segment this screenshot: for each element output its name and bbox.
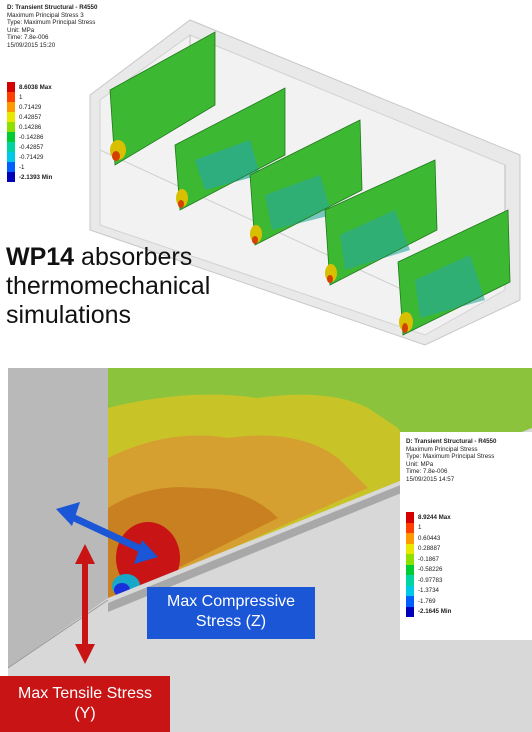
legend-swatch [7, 142, 15, 152]
bottom-header-line: 15/09/2015 14:57 [406, 475, 455, 483]
legend-swatch [7, 122, 15, 132]
top-header-line: Unit: MPa [7, 26, 35, 34]
bottom-stress-legend: 8.9244 Max 1 0.60443 0.28887 -0.1867 -0.58226… [406, 512, 486, 622]
tensile-arrow [75, 544, 95, 664]
caption-line3: simulations [6, 301, 132, 329]
legend-label: -1 [19, 163, 25, 171]
legend-entry: 0.28887 [406, 543, 441, 554]
legend-label: 0.71429 [19, 103, 42, 111]
legend-label: 8.6038 Max [19, 83, 52, 91]
legend-entry: 0.42857 [7, 112, 41, 122]
legend-swatch [7, 152, 15, 162]
absorber-plate-3 [249, 119, 363, 246]
legend-swatch [406, 543, 414, 554]
top-header-line: Maximum Principal Stress 3 [7, 11, 84, 19]
legend-label: 0.42857 [19, 113, 42, 121]
caption: WP14 absorbers thermomechanical simulati… [6, 243, 210, 330]
legend-swatch [406, 585, 414, 596]
legend-entry: -2.1393 Min [7, 172, 52, 182]
legend-entry: -1.769 [406, 596, 436, 607]
legend-label: 0.14286 [19, 123, 42, 131]
caption-bold: WP14 [6, 243, 75, 271]
bottom-header-line: D: Transient Structural - R4550 [406, 438, 497, 445]
legend-entry: 0.71429 [7, 102, 41, 112]
legend-swatch [406, 564, 414, 575]
legend-swatch [7, 162, 15, 172]
legend-label: 0.60443 [418, 534, 441, 542]
legend-entry: 8.6038 Max [7, 82, 52, 92]
legend-entry: -0.42857 [7, 142, 43, 152]
legend-entry: 1 [7, 92, 22, 102]
legend-entry: -0.58226 [406, 564, 443, 575]
legend-swatch [7, 112, 15, 122]
top-header-line: 15/09/2015 15:20 [7, 41, 56, 49]
legend-label: 1 [19, 93, 23, 101]
top-result-header: D: Transient Structural - R4550 Maximum … [7, 4, 97, 50]
legend-entry: -0.14286 [7, 132, 43, 142]
compressive-label-line2: Stress (Z) [195, 613, 267, 630]
legend-label: -0.58226 [418, 566, 443, 574]
legend-label: -2.1645 Min [418, 608, 452, 616]
legend-label: -0.42857 [19, 143, 44, 151]
legend-label: -1.3734 [418, 587, 439, 595]
top-header-line: Type: Maximum Principal Stress [7, 19, 96, 27]
compressive-stress-label: Max Compressive Stress (Z) [147, 587, 315, 639]
caption-line1: absorbers [74, 243, 193, 271]
bottom-result-box: D: Transient Structural - R4550 Maximum … [400, 432, 532, 640]
legend-entry: -1.3734 [406, 585, 439, 596]
legend-label: -1.769 [418, 597, 436, 605]
top-stress-legend: 8.6038 Max 1 0.71429 0.42857 0.14286 -0.14286… [7, 82, 77, 182]
legend-entry: 8.9244 Max [406, 512, 451, 523]
bottom-header-line: Type: Maximum Principal Stress [406, 453, 495, 461]
top-header-line: Time: 7.8e-006 [7, 34, 49, 42]
legend-label: -0.97783 [418, 576, 443, 584]
legend-swatch [406, 554, 414, 565]
compressive-label-line1: Max Compressive [166, 593, 296, 610]
legend-label: 1 [418, 524, 422, 532]
legend-swatch [406, 512, 414, 523]
tensile-label-line1: Max Tensile Stress [18, 685, 152, 702]
tensile-stress-label: Max Tensile Stress (Y) [0, 676, 170, 732]
legend-entry: 0.14286 [7, 122, 41, 132]
legend-swatch [7, 132, 15, 142]
legend-entry: -0.1867 [406, 554, 439, 565]
legend-entry: -0.97783 [406, 575, 442, 586]
top-model-view [89, 19, 521, 346]
legend-label: -2.1393 Min [19, 173, 53, 181]
legend-label: -0.14286 [19, 133, 44, 141]
legend-label: -0.71429 [19, 153, 44, 161]
legend-entry: -2.1645 Min [406, 606, 452, 617]
legend-label: 8.9244 Max [418, 513, 451, 521]
absorber-plate-1 [109, 31, 216, 166]
legend-swatch [7, 92, 15, 102]
tensile-label-line2: (Y) [74, 705, 96, 722]
legend-label: -0.1867 [418, 555, 439, 563]
legend-entry: 1 [406, 522, 422, 533]
legend-swatch [406, 575, 414, 586]
compressive-arrow [56, 502, 158, 564]
legend-entry: -1 [7, 162, 25, 172]
bottom-header-line: Time: 7.8e-006 [406, 468, 448, 476]
absorber-plate-5 [397, 209, 511, 336]
legend-swatch [7, 102, 15, 112]
bottom-header-line: Unit: MPa [406, 460, 434, 468]
bottom-result-header: D: Transient Structural - R4550 Maximum … [406, 438, 496, 484]
top-header-line: D: Transient Structural - R4550 [7, 4, 98, 11]
legend-entry: 0.60443 [406, 533, 440, 544]
legend-label: 0.28887 [418, 545, 441, 553]
legend-swatch [406, 596, 414, 607]
legend-swatch [7, 82, 15, 92]
absorber-plate-4 [324, 159, 438, 286]
legend-swatch [7, 172, 15, 182]
bottom-header-line: Maximum Principal Stress [406, 445, 478, 453]
legend-entry: -0.71429 [7, 152, 43, 162]
absorber-plate-2 [174, 87, 286, 211]
caption-line2: thermomechanical [6, 272, 211, 300]
legend-swatch [406, 522, 414, 533]
legend-swatch [406, 533, 414, 544]
legend-swatch [406, 606, 414, 617]
